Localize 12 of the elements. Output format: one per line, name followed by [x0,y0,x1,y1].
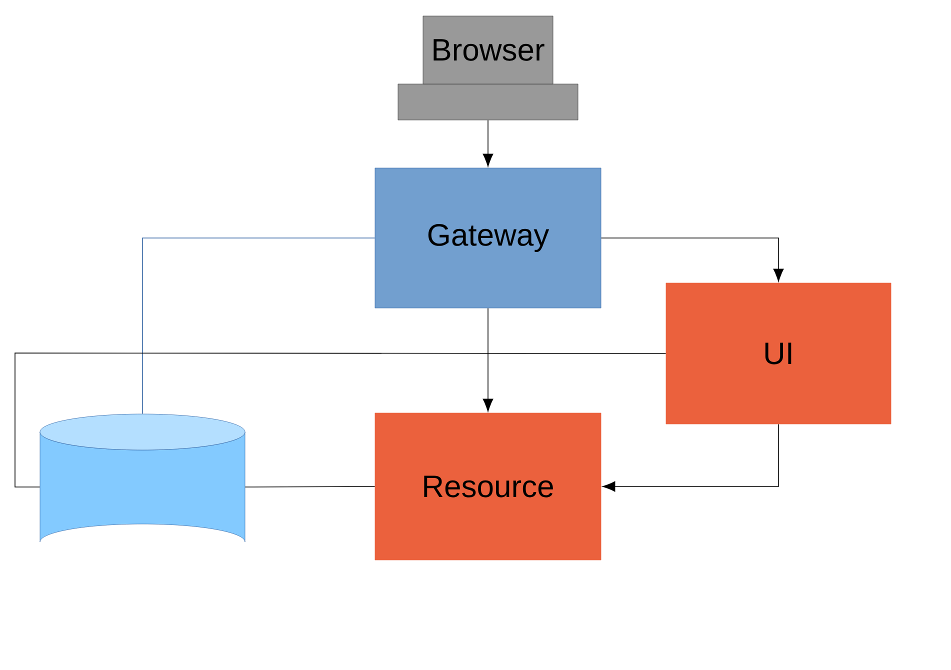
connector [142,238,376,414]
connector [244,486,376,488]
connector [482,308,494,412]
process-box: UI [666,282,892,424]
connector [602,424,779,492]
database-cylinder [40,414,246,542]
process-box: Resource [374,412,602,560]
computer-drawing: Browser [398,16,578,120]
connector [14,352,666,488]
process-box: Gateway [374,168,602,308]
connector [600,238,784,282]
connector [482,120,494,167]
